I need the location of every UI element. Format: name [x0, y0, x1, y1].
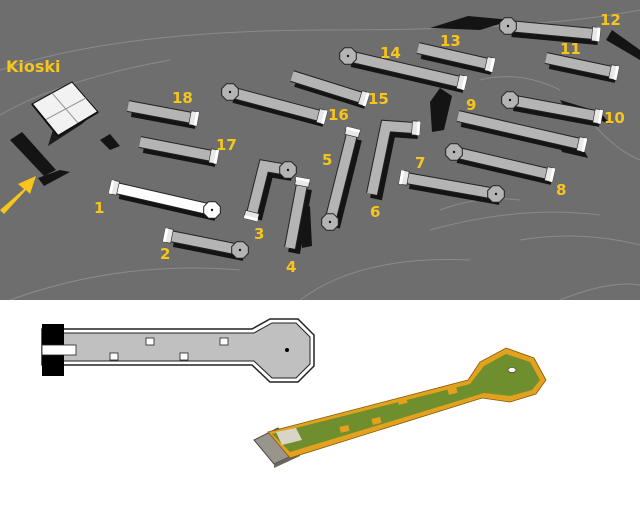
lane-3d-obstacle — [397, 396, 408, 405]
lane-8 — [445, 143, 556, 185]
lane-surface — [325, 132, 357, 224]
lane-number-7: 7 — [415, 154, 425, 172]
lane-surface — [416, 43, 490, 69]
lane-number-12: 12 — [600, 11, 621, 29]
kiosk-label: Kioski — [6, 57, 61, 76]
terrain-lines — [0, 9, 640, 300]
lane-number-1: 1 — [94, 199, 104, 217]
lane-plan-tee-block-bottom — [42, 354, 64, 376]
lane-number-6: 6 — [370, 203, 380, 221]
lane-3d-obstacle — [339, 424, 350, 433]
kiosk-building — [31, 81, 99, 146]
lane-surface — [367, 120, 415, 196]
lane-surface — [346, 51, 462, 87]
lane-plan-surface — [61, 322, 311, 379]
lane-hole — [210, 208, 214, 212]
lane-12 — [499, 17, 602, 45]
lane-plan-obstacle — [145, 337, 155, 346]
lane-16 — [221, 83, 329, 127]
lane-17 — [138, 136, 220, 167]
lane-number-18: 18 — [172, 89, 193, 107]
lane-surface — [169, 231, 241, 255]
lane-7 — [398, 169, 505, 205]
lane-surface — [127, 101, 193, 123]
lane-surface — [228, 87, 322, 121]
lane-18 — [126, 100, 200, 129]
lane-5 — [321, 125, 362, 231]
lane-hole — [328, 220, 332, 224]
lane-number-13: 13 — [440, 32, 461, 50]
lane-14 — [339, 47, 468, 93]
lane-plan-obstacle — [109, 352, 119, 361]
lane-surface — [509, 95, 597, 121]
detail-drawings — [41, 318, 547, 468]
lane-hole — [346, 54, 350, 58]
lane-hole — [238, 248, 242, 252]
lane-tee-pad — [590, 26, 602, 43]
lane-3d-obstacle — [447, 386, 458, 395]
lane-surface — [507, 21, 595, 39]
lane-3d-obstacle — [371, 416, 382, 425]
lane-plan-tee-block-top — [42, 324, 64, 348]
lane-13 — [416, 42, 496, 75]
lane-number-4: 4 — [286, 258, 296, 276]
lane-1 — [108, 179, 221, 221]
lane-hole — [286, 168, 290, 172]
lane-number-16: 16 — [328, 106, 349, 124]
lane-plan-tee-mat — [41, 344, 77, 356]
lane-number-8: 8 — [556, 181, 566, 199]
lane-surface — [290, 71, 364, 103]
walls — [10, 16, 640, 248]
lane-number-15: 15 — [368, 90, 389, 108]
lane-surface — [544, 53, 614, 77]
lane-plan — [41, 318, 315, 383]
lane-hole — [452, 150, 456, 154]
lane-9 — [456, 110, 588, 155]
lane-hole — [494, 192, 498, 196]
detail-area — [0, 300, 640, 528]
lane-number-2: 2 — [160, 245, 170, 263]
lane-plan-hole — [285, 348, 289, 352]
lane-4 — [284, 176, 312, 255]
lane-6 — [366, 119, 421, 201]
lane-11 — [544, 52, 620, 83]
lane-3d-model — [253, 347, 547, 468]
lane-surface — [114, 183, 214, 215]
lane-number-11: 11 — [560, 40, 581, 58]
lane-3 — [243, 159, 297, 223]
lane-15 — [290, 70, 371, 109]
lane-number-3: 3 — [254, 225, 264, 243]
lane-surface — [405, 173, 497, 199]
lane-2 — [162, 227, 249, 261]
lane-number-10: 10 — [604, 109, 625, 127]
lane-number-17: 17 — [216, 136, 237, 154]
lane-surface — [139, 137, 213, 161]
lane-plan-obstacle — [179, 352, 189, 361]
lane-number-14: 14 — [380, 44, 401, 62]
lane-3d-hole — [507, 367, 517, 373]
lane-number-9: 9 — [466, 96, 476, 114]
lane-hole — [508, 98, 512, 102]
lane-hole — [506, 24, 510, 28]
lane-surface — [285, 183, 307, 249]
lane-tee-pad — [411, 120, 421, 136]
lane-10 — [501, 91, 604, 127]
lane-number-5: 5 — [322, 151, 332, 169]
ground — [0, 0, 640, 300]
lane-surface — [452, 147, 550, 179]
lane-plan-outline — [41, 318, 315, 383]
lane-hole — [228, 90, 232, 94]
entrance-arrow-icon — [0, 176, 36, 214]
lane-plan-obstacle — [219, 337, 229, 346]
lane-surface — [456, 111, 582, 149]
lanes-layer — [108, 17, 620, 261]
